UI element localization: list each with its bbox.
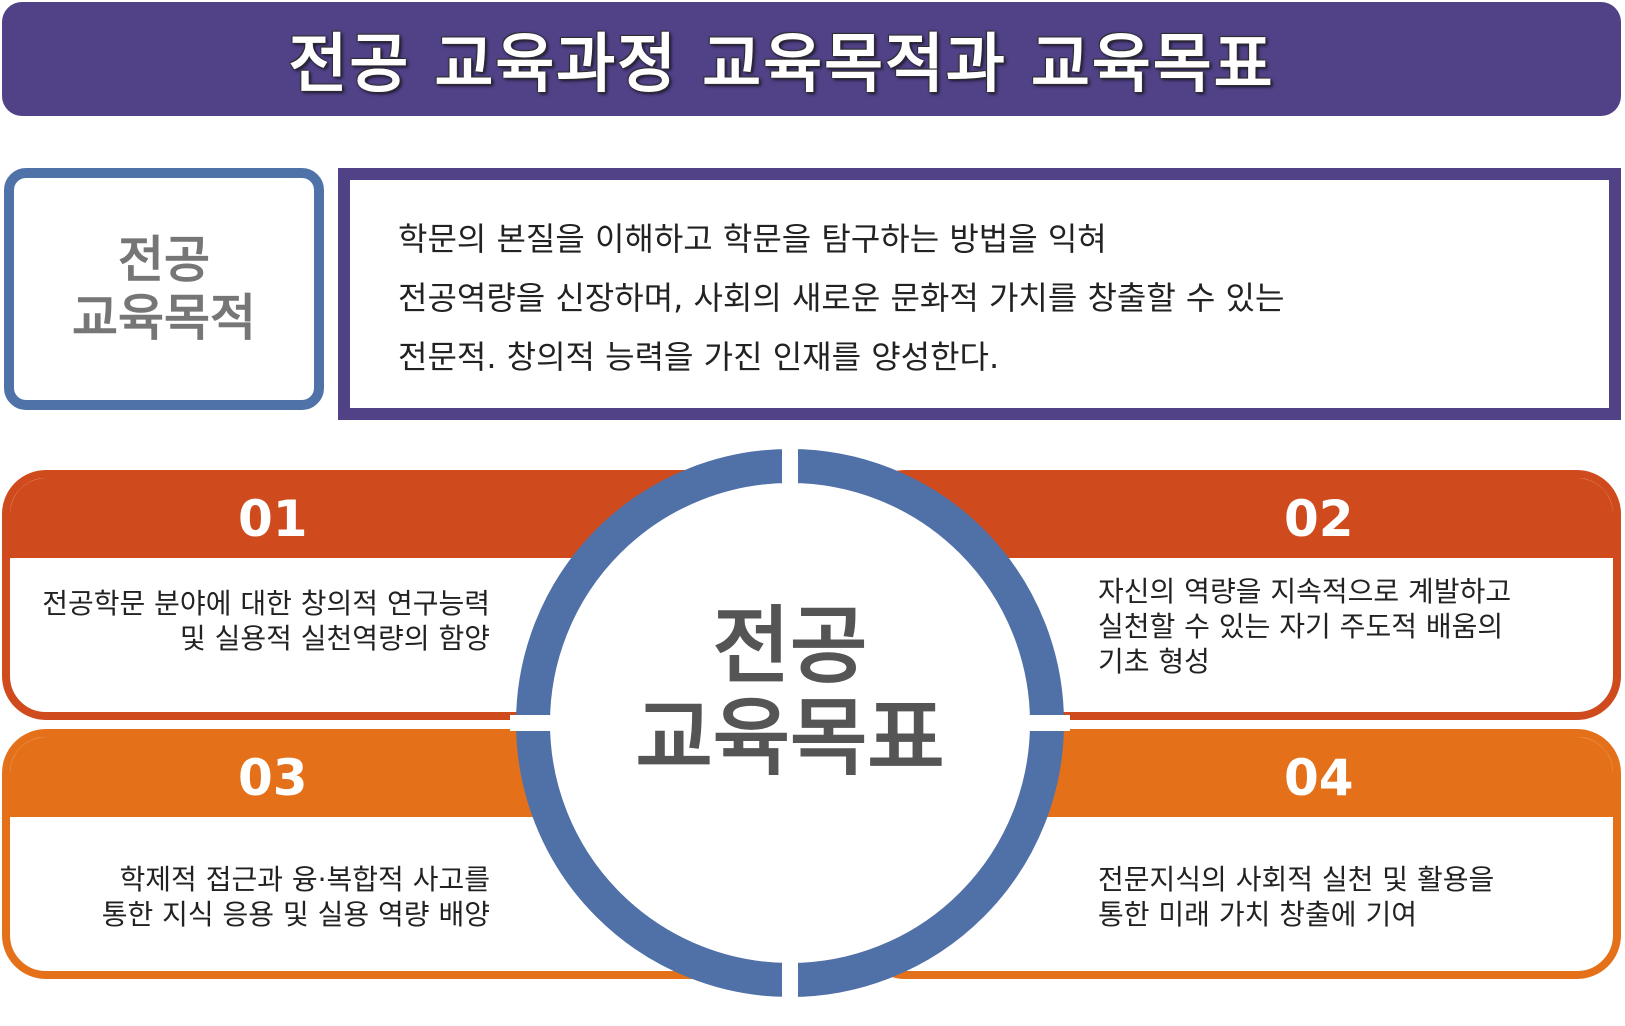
goal-text-02-line-1: 자신의 역량을 지속적으로 계발하고 xyxy=(1098,575,1512,608)
goal-number-04: 04 xyxy=(1284,749,1354,807)
objective-text-box: 학문의 본질을 이해하고 학문을 탐구하는 방법을 익혀 전공역량을 신장하며,… xyxy=(338,168,1621,420)
goal-text-04-line-1: 전문지식의 사회적 실천 및 활용을 xyxy=(1098,863,1495,896)
goal-text-01: 전공학문 분야에 대한 창의적 연구능력 및 실용적 실천역량의 함양 xyxy=(42,586,490,656)
goal-text-02: 자신의 역량을 지속적으로 계발하고 실천할 수 있는 자기 주도적 배움의 기… xyxy=(1098,574,1511,679)
objective-text-line-2: 전공역량을 신장하며, 사회의 새로운 문화적 가치를 창출할 수 있는 xyxy=(398,279,1285,317)
goal-text-02-line-3: 기초 형성 xyxy=(1098,645,1210,678)
goal-number-02: 02 xyxy=(1284,490,1354,548)
goal-text-03: 학제적 접근과 융·복합적 사고를 통한 지식 응용 및 실용 역량 배양 xyxy=(102,862,490,932)
objective-text-line-1: 학문의 본질을 이해하고 학문을 탐구하는 방법을 익혀 xyxy=(398,220,1107,258)
goal-number-01: 01 xyxy=(238,490,308,548)
center-title-line-1: 전공 xyxy=(712,597,868,695)
objective-label-line-1: 전공 xyxy=(118,231,210,289)
goal-text-01-line-1: 전공학문 분야에 대한 창의적 연구능력 xyxy=(42,587,490,620)
center-title: 전공 교육목표 xyxy=(590,600,990,784)
objective-text-line-3: 전문적. 창의적 능력을 가진 인재를 양성한다. xyxy=(398,338,1000,376)
ring-gap-bottom xyxy=(782,955,798,1007)
goal-number-03: 03 xyxy=(238,749,308,807)
center-disc xyxy=(546,479,1034,967)
ring-gap-top xyxy=(782,440,798,492)
ring-gap-right xyxy=(1018,715,1070,731)
goal-text-01-line-2: 및 실용적 실천역량의 함양 xyxy=(179,622,490,655)
title-banner: 전공 교육과정 교육목적과 교육목표 xyxy=(2,2,1621,116)
ring-gap-left xyxy=(510,715,562,731)
center-title-line-2: 교육목표 xyxy=(635,689,945,787)
goal-text-03-line-2: 통한 지식 응용 및 실용 역량 배양 xyxy=(101,898,490,931)
objective-label-line-2: 교육목적 xyxy=(72,289,256,347)
goal-text-02-line-2: 실천할 수 있는 자기 주도적 배움의 xyxy=(1098,610,1504,643)
goal-text-03-line-1: 학제적 접근과 융·복합적 사고를 xyxy=(119,863,490,896)
goal-text-04-line-2: 통한 미래 가치 창출에 기여 xyxy=(1098,898,1417,931)
objective-label-box: 전공 교육목적 xyxy=(4,168,324,410)
page-title: 전공 교육과정 교육목적과 교육목표 xyxy=(288,28,1275,102)
goal-text-04: 전문지식의 사회적 실천 및 활용을 통한 미래 가치 창출에 기여 xyxy=(1098,862,1494,932)
